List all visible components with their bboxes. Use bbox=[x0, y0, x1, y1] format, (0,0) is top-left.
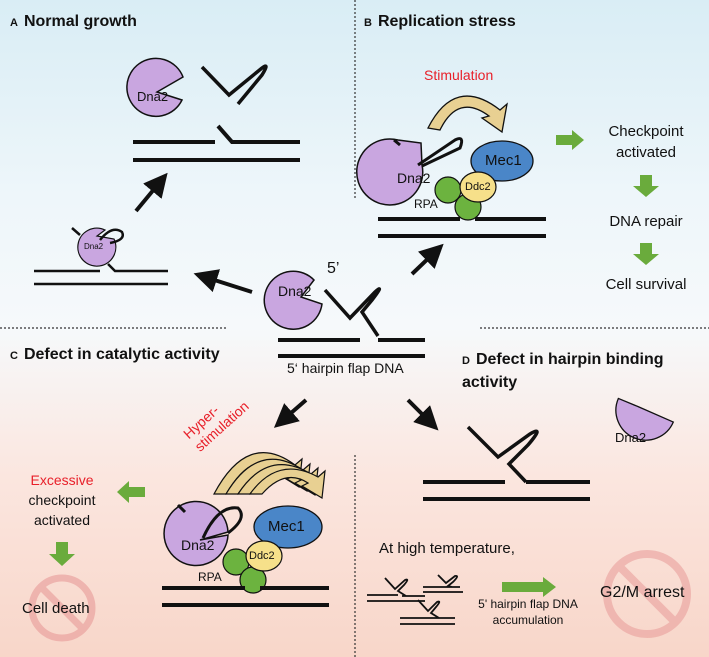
hairpin-flap-center bbox=[323, 287, 382, 337]
dna2-label-center: Dna2 bbox=[278, 283, 312, 299]
ddc2-label-c: Ddc2 bbox=[249, 550, 275, 562]
duplex-b bbox=[378, 217, 546, 238]
accumulated-flaps bbox=[367, 574, 463, 625]
green-arrow-b-down1 bbox=[633, 175, 659, 197]
center-caption: 5‘ hairpin flap DNA bbox=[287, 360, 404, 376]
high-temperature-label: At high temperature, bbox=[379, 540, 515, 557]
duplex-center bbox=[278, 338, 425, 358]
mec1-ellipse-b bbox=[470, 140, 534, 182]
dna-repair-label: DNA repair bbox=[609, 213, 683, 230]
arrow-center-to-b bbox=[410, 243, 444, 276]
dna2-pacman-b bbox=[356, 138, 424, 206]
stimulation-label: Stimulation bbox=[424, 67, 494, 83]
hairpin-bound-b bbox=[393, 137, 464, 168]
duplex-a-small bbox=[34, 263, 168, 286]
green-arrow-d-right bbox=[502, 577, 556, 597]
hairpin-bound-c bbox=[176, 503, 243, 539]
rpa-label-b: RPA bbox=[414, 197, 438, 211]
arrow-center-to-d bbox=[406, 398, 439, 431]
nicked-duplex-a bbox=[133, 124, 300, 162]
arrow-a-up bbox=[134, 172, 168, 213]
duplex-d bbox=[423, 480, 590, 501]
hyperstimulation-arrows bbox=[213, 452, 326, 499]
stimulation-arrow bbox=[427, 95, 508, 134]
dna2-pacman-c bbox=[163, 500, 229, 567]
green-arrow-c-left bbox=[117, 481, 145, 503]
duplex-c bbox=[162, 586, 329, 607]
dna2-pacman-a-top bbox=[126, 57, 184, 118]
prohibit-icon-d bbox=[603, 550, 691, 638]
five-prime-label: 5’ bbox=[327, 260, 340, 277]
green-arrow-b-right bbox=[556, 130, 584, 150]
cell-death-label: Cell death bbox=[22, 600, 90, 617]
green-arrow-b-down2 bbox=[633, 243, 659, 265]
rpa-label-c: RPA bbox=[198, 570, 222, 584]
panel-c-complex bbox=[28, 452, 329, 642]
mec1-ellipse-c bbox=[253, 505, 323, 549]
g2m-arrest-label: G2/M arrest bbox=[600, 584, 685, 601]
cell-survival-label: Cell survival bbox=[605, 276, 687, 293]
dna2-label-c: Dna2 bbox=[181, 537, 215, 553]
dna2-pacman-a-small bbox=[77, 227, 117, 267]
ddc2-label-b: Ddc2 bbox=[465, 181, 491, 193]
center-substrate bbox=[263, 243, 444, 431]
released-flap bbox=[200, 64, 268, 106]
bound-flap-small bbox=[71, 227, 124, 245]
panel-a-product bbox=[34, 57, 300, 294]
hairpin-flap-d bbox=[466, 425, 539, 484]
ddc2-ellipse-c bbox=[245, 540, 283, 572]
mec1-label-b: Mec1 bbox=[485, 152, 522, 169]
dna2-label-a-small: Dna2 bbox=[84, 242, 104, 251]
dna2-label-b: Dna2 bbox=[397, 170, 431, 186]
dna2-pacman-d bbox=[615, 397, 675, 441]
dna2-label-a-top: Dna2 bbox=[137, 89, 169, 104]
panel-b-complex bbox=[356, 95, 659, 265]
arrow-center-to-a bbox=[193, 269, 253, 294]
arrow-center-to-c bbox=[273, 398, 308, 428]
green-arrow-c-down bbox=[49, 542, 75, 566]
mec1-label-c: Mec1 bbox=[268, 518, 305, 535]
panel-d bbox=[367, 397, 691, 638]
dna2-pacman-center bbox=[263, 270, 323, 330]
ddc2-ellipse-b bbox=[459, 171, 497, 203]
prohibit-icon-c bbox=[28, 574, 96, 642]
dna2-label-d: Dna2 bbox=[615, 430, 647, 445]
